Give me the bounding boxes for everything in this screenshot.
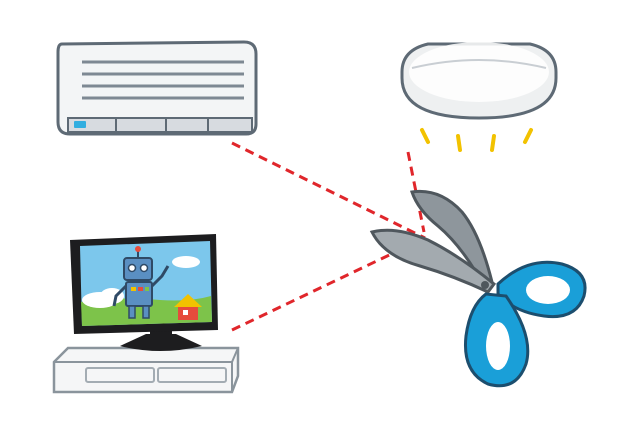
ceiling-light-icon: [400, 42, 558, 120]
connection-aircon: [231, 141, 426, 240]
connection-light: [406, 151, 426, 233]
light-rays: [420, 128, 533, 152]
air-conditioner-icon: [56, 40, 258, 136]
scissors-icon: [369, 189, 587, 388]
connection-lines: [231, 141, 426, 332]
tv-icon: [70, 234, 218, 351]
connection-tv: [231, 236, 426, 332]
robot-icon: [112, 246, 170, 319]
tv-stand: [52, 346, 240, 394]
